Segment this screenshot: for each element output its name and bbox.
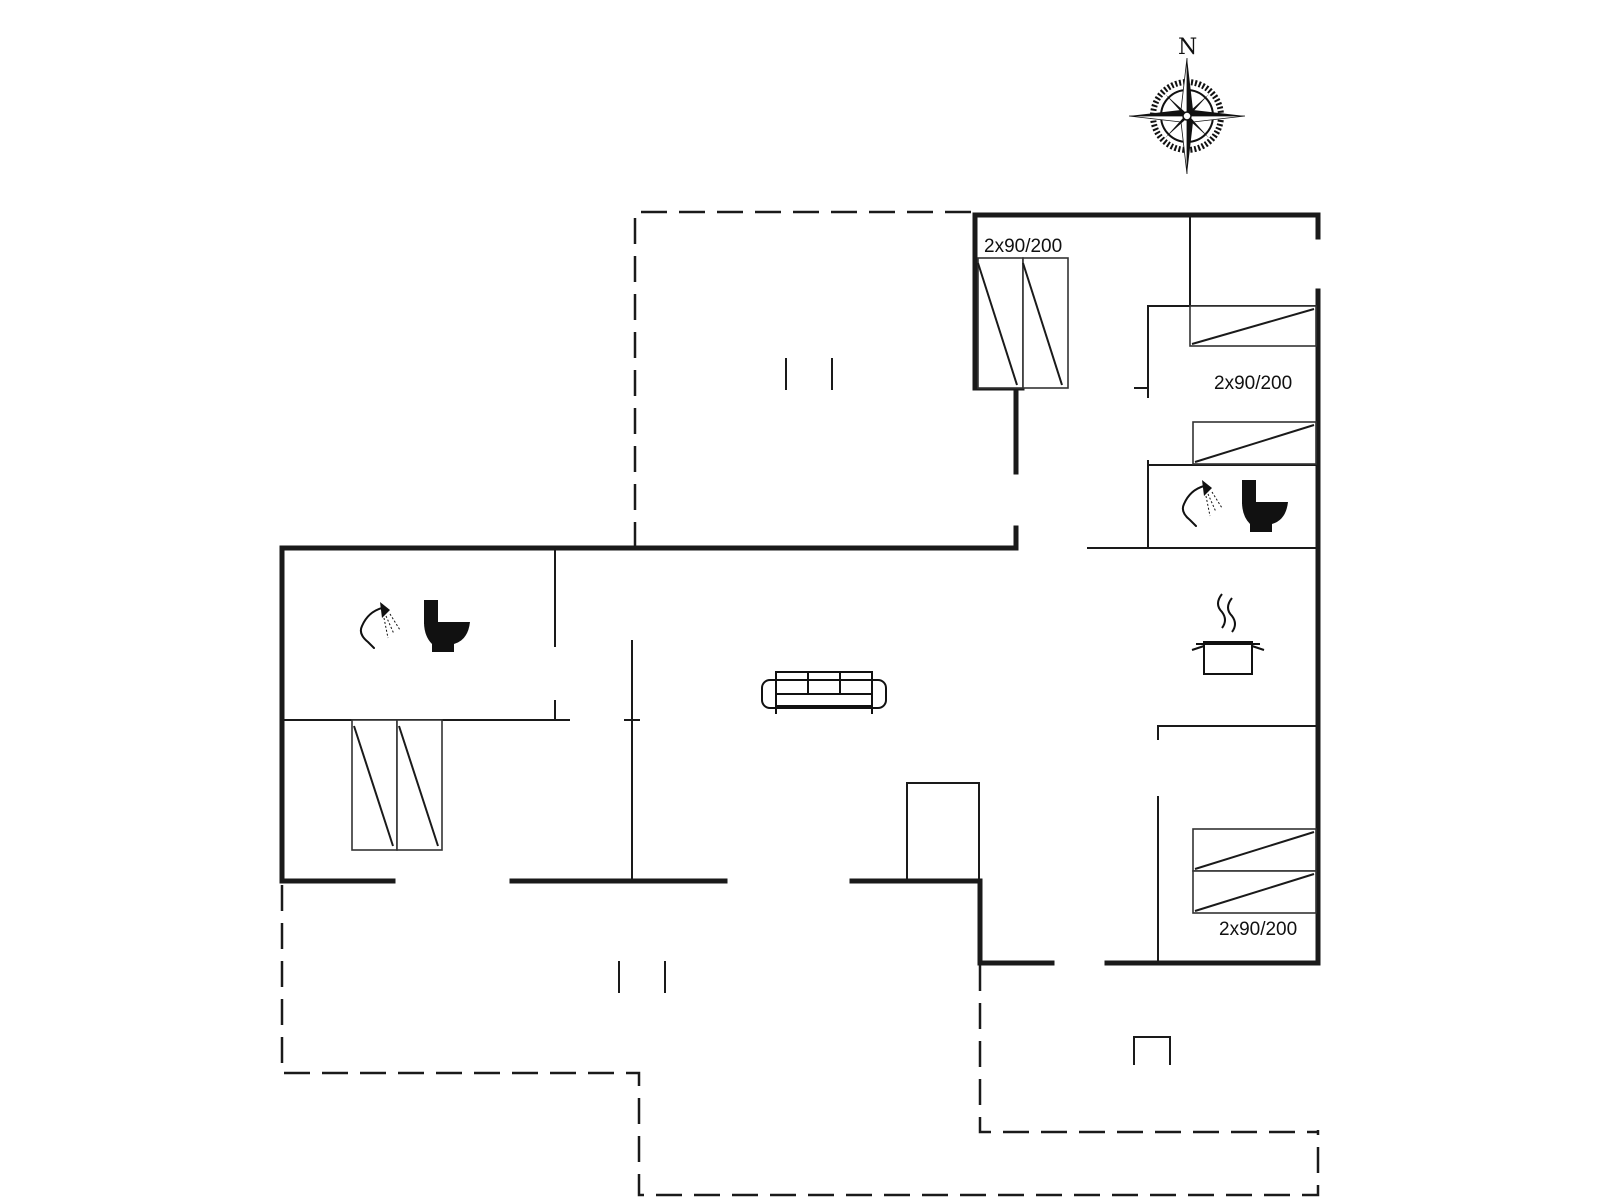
bed-east xyxy=(1189,305,1317,465)
shower-icon xyxy=(359,602,401,649)
sofa-icon xyxy=(761,671,887,714)
bed-label-southeast: 2x90/200 xyxy=(1219,919,1297,940)
door-marks xyxy=(618,358,1171,1065)
terrace-south xyxy=(280,885,1320,1197)
compass-north-label: N xyxy=(1178,35,1197,60)
bed-west xyxy=(351,719,443,851)
cooking-pot-icon xyxy=(1191,593,1265,675)
bed-southeast xyxy=(1192,828,1317,914)
toilet-icon xyxy=(1242,480,1288,532)
interior-walls xyxy=(282,217,1318,963)
bed-label-east: 2x90/200 xyxy=(1214,373,1292,394)
bed-north xyxy=(977,257,1069,389)
compass-icon xyxy=(1128,57,1246,175)
terrace-north xyxy=(633,210,975,548)
shower-icon xyxy=(1181,480,1223,527)
bed-label-north: 2x90/200 xyxy=(984,236,1062,257)
toilet-icon xyxy=(424,600,470,652)
terrace-southeast xyxy=(978,965,1318,1134)
